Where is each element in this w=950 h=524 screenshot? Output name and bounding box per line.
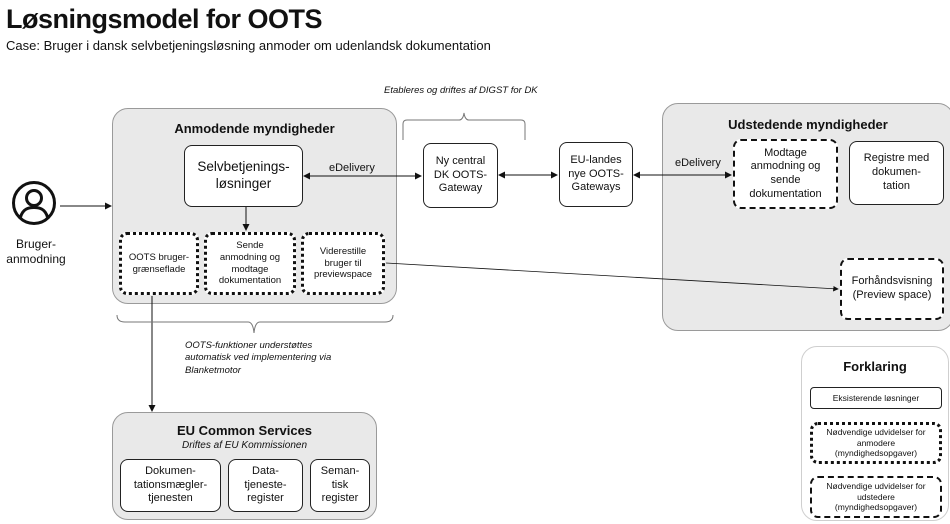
selfservice-solutions-label: Selvbetjenings- løsninger	[197, 159, 290, 191]
legend-needed-issuing-box: Nødvendige udvidelser for udstedere (myn…	[810, 476, 942, 518]
preview-space-box: Forhåndsvisning (Preview space)	[840, 258, 944, 320]
receive-send-documentation-box: Modtage anmodning og sende dokumentation	[733, 139, 838, 209]
send-receive-box: Sende anmodning og modtage dokumentation	[204, 232, 296, 295]
semantic-register-box: Seman- tisk register	[310, 459, 370, 512]
selfservice-solutions-box: Selvbetjenings- løsninger	[184, 145, 303, 207]
eu-common-services-title: EU Common Services	[176, 423, 313, 438]
digst-note: Etableres og driftes af DIGST for DK	[384, 85, 538, 96]
redirect-preview-label: Viderestille bruger til previewspace	[313, 245, 373, 281]
blanketmotor-note: OOTS-funktioner understøttes automatisk …	[185, 340, 332, 376]
redirect-preview-box: Viderestille bruger til previewspace	[301, 232, 385, 295]
edelivery-right-label: eDelivery	[675, 157, 721, 169]
legend-needed-requesting-label: Nødvendige udvidelser for anmodere (mynd…	[826, 427, 926, 459]
legend-title: Forklaring	[843, 359, 907, 374]
legend-existing-box: Eksisterende løsninger	[810, 387, 942, 409]
dk-oots-gateway-label: Ny central DK OOTS- Gateway	[433, 154, 488, 195]
edelivery-left-label: eDelivery	[329, 162, 375, 174]
documentation-broker-label: Dokumen- tationsmægler- tjenesten	[133, 464, 208, 505]
page-subtitle: Case: Bruger i dansk selvbetjeningsløsni…	[6, 38, 491, 53]
eu-oots-gateways-label: EU-landes nye OOTS- Gateways	[568, 153, 624, 194]
preview-space-label: Forhåndsvisning (Preview space)	[851, 275, 933, 301]
oots-user-interface-box: OOTS bruger- grænseflade	[119, 232, 199, 295]
issuing-authorities-title: Udstedende myndigheder	[728, 117, 888, 132]
data-service-register-label: Data- tjeneste- register	[244, 464, 287, 505]
send-receive-label: Sende anmodning og modtage dokumentation	[218, 239, 282, 287]
user-request-label: Bruger- anmodning	[6, 237, 66, 266]
legend-needed-issuing-label: Nødvendige udvidelser for udstedere (myn…	[826, 481, 926, 513]
registers-label: Registre med dokumen- tation	[863, 152, 930, 192]
receive-send-documentation-label: Modtage anmodning og sende dokumentation	[749, 146, 822, 200]
legend-existing-label: Eksisterende løsninger	[832, 392, 920, 403]
registers-box: Registre med dokumen- tation	[849, 141, 944, 205]
eu-oots-gateways-box: EU-landes nye OOTS- Gateways	[559, 142, 633, 207]
data-service-register-box: Data- tjeneste- register	[228, 459, 303, 512]
legend-needed-requesting-box: Nødvendige udvidelser for anmodere (mynd…	[810, 422, 942, 464]
dk-oots-gateway-box: Ny central DK OOTS- Gateway	[423, 143, 498, 208]
page-title: Løsningsmodel for OOTS	[6, 4, 323, 34]
oots-user-interface-label: OOTS bruger- grænseflade	[128, 251, 190, 275]
semantic-register-label: Seman- tisk register	[320, 464, 360, 505]
user-circle-icon	[11, 180, 57, 226]
requesting-authorities-title: Anmodende myndigheder	[174, 121, 335, 136]
documentation-broker-box: Dokumen- tationsmægler- tjenesten	[120, 459, 221, 512]
eu-common-services-subtitle: Driftes af EU Kommissionen	[181, 440, 308, 451]
